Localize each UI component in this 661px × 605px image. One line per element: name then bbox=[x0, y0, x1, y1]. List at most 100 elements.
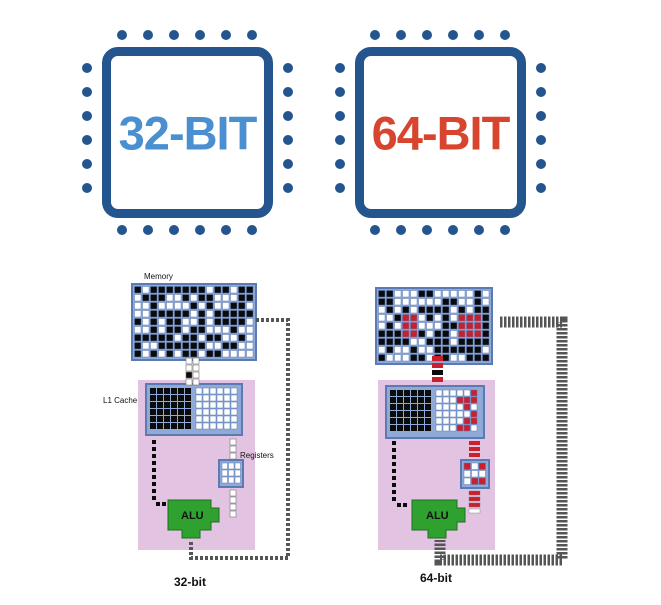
diagram-64bit: ALU 64-bit bbox=[375, 287, 568, 585]
cache-cell bbox=[397, 404, 403, 410]
memory-cell bbox=[142, 318, 150, 326]
chip-pin bbox=[335, 183, 345, 193]
chip-pin bbox=[82, 135, 92, 145]
cache-cell bbox=[150, 423, 156, 429]
memory-cell bbox=[214, 318, 222, 326]
memory-cell bbox=[466, 322, 474, 330]
memory-cell bbox=[150, 350, 158, 358]
chip-pin bbox=[536, 183, 546, 193]
memory-cell bbox=[174, 334, 182, 342]
cache-cell bbox=[178, 416, 184, 422]
memory-cell bbox=[174, 318, 182, 326]
memory-cell bbox=[166, 302, 174, 310]
chip-64bit-label: 64-BIT bbox=[371, 106, 511, 159]
cache-cell bbox=[456, 417, 464, 425]
memory-cell bbox=[386, 346, 394, 354]
connector-cell bbox=[229, 438, 237, 446]
connector-cell bbox=[468, 508, 481, 514]
connector-cell bbox=[392, 455, 396, 459]
memory-cell bbox=[222, 302, 230, 310]
memory-cell bbox=[182, 302, 190, 310]
chip-pin bbox=[247, 225, 257, 235]
chip-pin bbox=[396, 225, 406, 235]
memory-cell bbox=[458, 298, 466, 306]
cache-cell bbox=[425, 390, 431, 396]
memory-cell bbox=[386, 306, 394, 314]
memory-cell bbox=[134, 286, 142, 294]
cache-cell bbox=[425, 418, 431, 424]
connector-cell bbox=[469, 447, 480, 451]
memory-cell bbox=[466, 306, 474, 314]
cache-cell bbox=[185, 423, 191, 429]
memory-cell bbox=[246, 286, 254, 294]
memory-cell bbox=[158, 350, 166, 358]
connector-cell bbox=[432, 356, 443, 361]
memory-cell bbox=[450, 354, 458, 362]
memory-cell bbox=[466, 314, 474, 322]
memory-cell bbox=[246, 326, 254, 334]
connector-cell bbox=[229, 496, 237, 504]
cache-cell bbox=[150, 416, 156, 422]
connector-cell bbox=[162, 502, 166, 506]
register-cell bbox=[228, 462, 235, 470]
memory-cell bbox=[442, 330, 450, 338]
connector-cell bbox=[469, 453, 480, 457]
memory-cell bbox=[378, 322, 386, 330]
cache-cell bbox=[390, 390, 396, 396]
connector-cell bbox=[152, 454, 156, 458]
alu-block-64 bbox=[411, 499, 466, 539]
cache-cell bbox=[209, 422, 217, 430]
chip-pin bbox=[143, 225, 153, 235]
memory-cell bbox=[410, 330, 418, 338]
cache-cell bbox=[178, 423, 184, 429]
memory-cell bbox=[222, 326, 230, 334]
chip-pin bbox=[82, 183, 92, 193]
register-cell bbox=[471, 477, 479, 485]
memory-cell bbox=[150, 342, 158, 350]
cache-cell bbox=[230, 408, 238, 416]
memory-cell bbox=[394, 330, 402, 338]
memory-cell bbox=[158, 342, 166, 350]
cache-cell bbox=[202, 401, 210, 409]
data-path-32 bbox=[189, 318, 290, 560]
memory-cell bbox=[230, 334, 238, 342]
memory-cell bbox=[198, 286, 206, 294]
memory-cell bbox=[410, 290, 418, 298]
cache-cell bbox=[411, 425, 417, 431]
memory-cell bbox=[474, 298, 482, 306]
cache-cell bbox=[202, 415, 210, 423]
memory-cell bbox=[174, 310, 182, 318]
memory-cell bbox=[474, 306, 482, 314]
cache-cell bbox=[185, 395, 191, 401]
connector-cell bbox=[392, 448, 396, 452]
memory-cell bbox=[458, 330, 466, 338]
memory-cell bbox=[426, 330, 434, 338]
memory-cell bbox=[190, 302, 198, 310]
chip-pin bbox=[117, 30, 127, 40]
cache-cell bbox=[470, 403, 478, 411]
memory-cell bbox=[166, 286, 174, 294]
memory-cell bbox=[378, 298, 386, 306]
connector-cell bbox=[152, 468, 156, 472]
memory-cell bbox=[450, 346, 458, 354]
memory-cell bbox=[418, 306, 426, 314]
connector-cell bbox=[152, 440, 156, 444]
cache-cell bbox=[171, 388, 177, 394]
chip-pin bbox=[536, 135, 546, 145]
cache-cell bbox=[463, 403, 471, 411]
memory-cell bbox=[134, 342, 142, 350]
connector-cell bbox=[156, 502, 160, 506]
cache-cell bbox=[230, 415, 238, 423]
memory-cell bbox=[246, 302, 254, 310]
memory-cell bbox=[394, 314, 402, 322]
register-cell bbox=[463, 462, 471, 470]
memory-cell bbox=[206, 286, 214, 294]
connector-cell bbox=[392, 490, 396, 494]
memory-cell bbox=[482, 322, 490, 330]
cache-cell bbox=[185, 416, 191, 422]
cache-cell bbox=[470, 417, 478, 425]
chip-pin bbox=[143, 30, 153, 40]
memory-cell bbox=[166, 310, 174, 318]
memory-cell bbox=[174, 350, 182, 358]
register-cell bbox=[234, 469, 241, 477]
